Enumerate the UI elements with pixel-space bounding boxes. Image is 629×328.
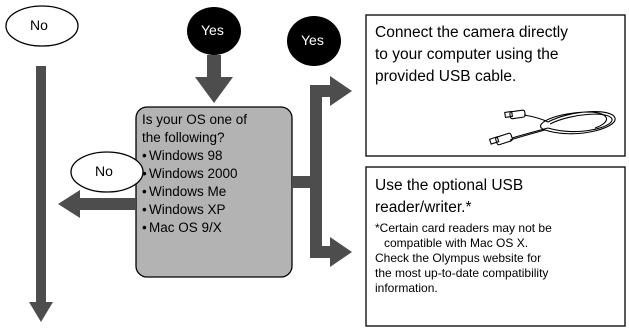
oval-no-left-label: No [95, 163, 113, 179]
card-reader-title-line: Use the optional USB [375, 177, 524, 194]
usb-cable-icon [488, 109, 616, 146]
oval-yes-right [287, 16, 341, 66]
usb-cable-line: to your computer using the [375, 46, 559, 63]
footnote-line: *Certain card readers may not be [375, 221, 552, 235]
usb-cable-instructions: Connect the camera directly to your comp… [375, 22, 625, 114]
os-option: •Windows XP [142, 201, 292, 219]
os-option: •Windows 2000 [142, 165, 292, 183]
question-text: Is your OS one of the following? •Window… [136, 107, 292, 277]
card-reader-title-line: reader/writer.* [375, 199, 472, 216]
os-option-label: Windows 2000 [149, 166, 238, 181]
footnote-line: information. [375, 281, 438, 295]
os-option-label: Windows Me [149, 184, 227, 199]
oval-no-top-label: No [30, 17, 48, 33]
bullet: • [142, 184, 147, 199]
arrow-down-to-question [195, 55, 233, 103]
question-line: Is your OS one of [142, 112, 248, 127]
usb-cable-line: provided USB cable. [375, 68, 517, 85]
os-option: •Mac OS 9/X [142, 219, 292, 237]
bullet: • [142, 148, 147, 163]
footnote-line: the most up-to-date compatibility [375, 266, 549, 280]
os-option-label: Windows 98 [149, 148, 223, 163]
card-reader-footnote: *Certain card readers may not be compati… [375, 221, 625, 296]
question-line: the following? [142, 130, 225, 145]
oval-yes-center-label: Yes [201, 22, 224, 38]
bullet: • [142, 220, 147, 235]
usb-cable-line: Connect the camera directly [375, 24, 568, 41]
oval-no-left [70, 151, 144, 193]
os-option-label: Windows XP [149, 202, 226, 217]
footnote-line: compatible with Mac OS X. [384, 236, 529, 250]
footnote-line: Check the Olympus website for [375, 251, 542, 265]
os-option-label: Mac OS 9/X [149, 220, 222, 235]
result-box-usb-cable [365, 14, 626, 157]
branch-connector [292, 76, 352, 267]
result-box-card-reader [365, 166, 626, 327]
oval-yes-center [187, 7, 241, 55]
oval-no-top [5, 5, 79, 47]
os-option: •Windows 98 [142, 147, 292, 165]
question-box [135, 106, 293, 278]
bullet: • [142, 202, 147, 217]
arrow-down-long [29, 66, 53, 322]
arrow-left-no [58, 190, 136, 218]
bullet: • [142, 166, 147, 181]
os-option: •Windows Me [142, 183, 292, 201]
card-reader-instructions: Use the optional USB reader/writer.* *Ce… [375, 175, 625, 325]
oval-yes-right-label: Yes [301, 32, 324, 48]
